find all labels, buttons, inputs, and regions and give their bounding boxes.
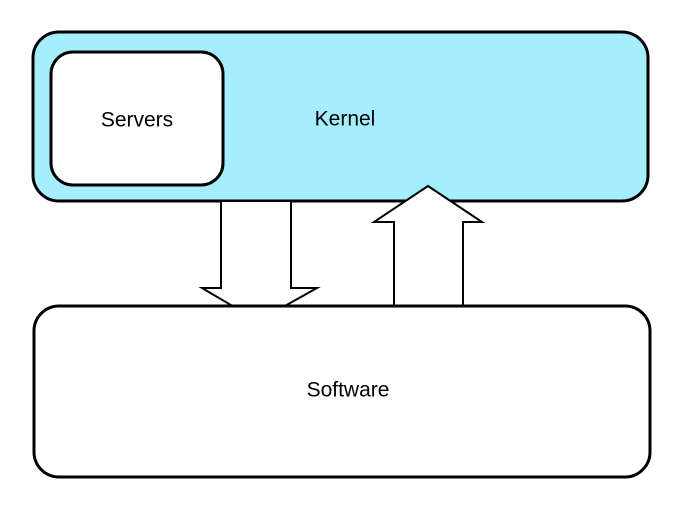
software-label: Software [307,379,390,402]
servers-label: Servers [101,109,173,132]
kernel-to-software-arrow[interactable] [198,200,321,323]
software-to-kernel-arrow[interactable] [370,184,486,311]
software-box[interactable] [32,304,652,479]
servers-box[interactable] [49,50,225,187]
kernel-label: Kernel [315,108,376,131]
